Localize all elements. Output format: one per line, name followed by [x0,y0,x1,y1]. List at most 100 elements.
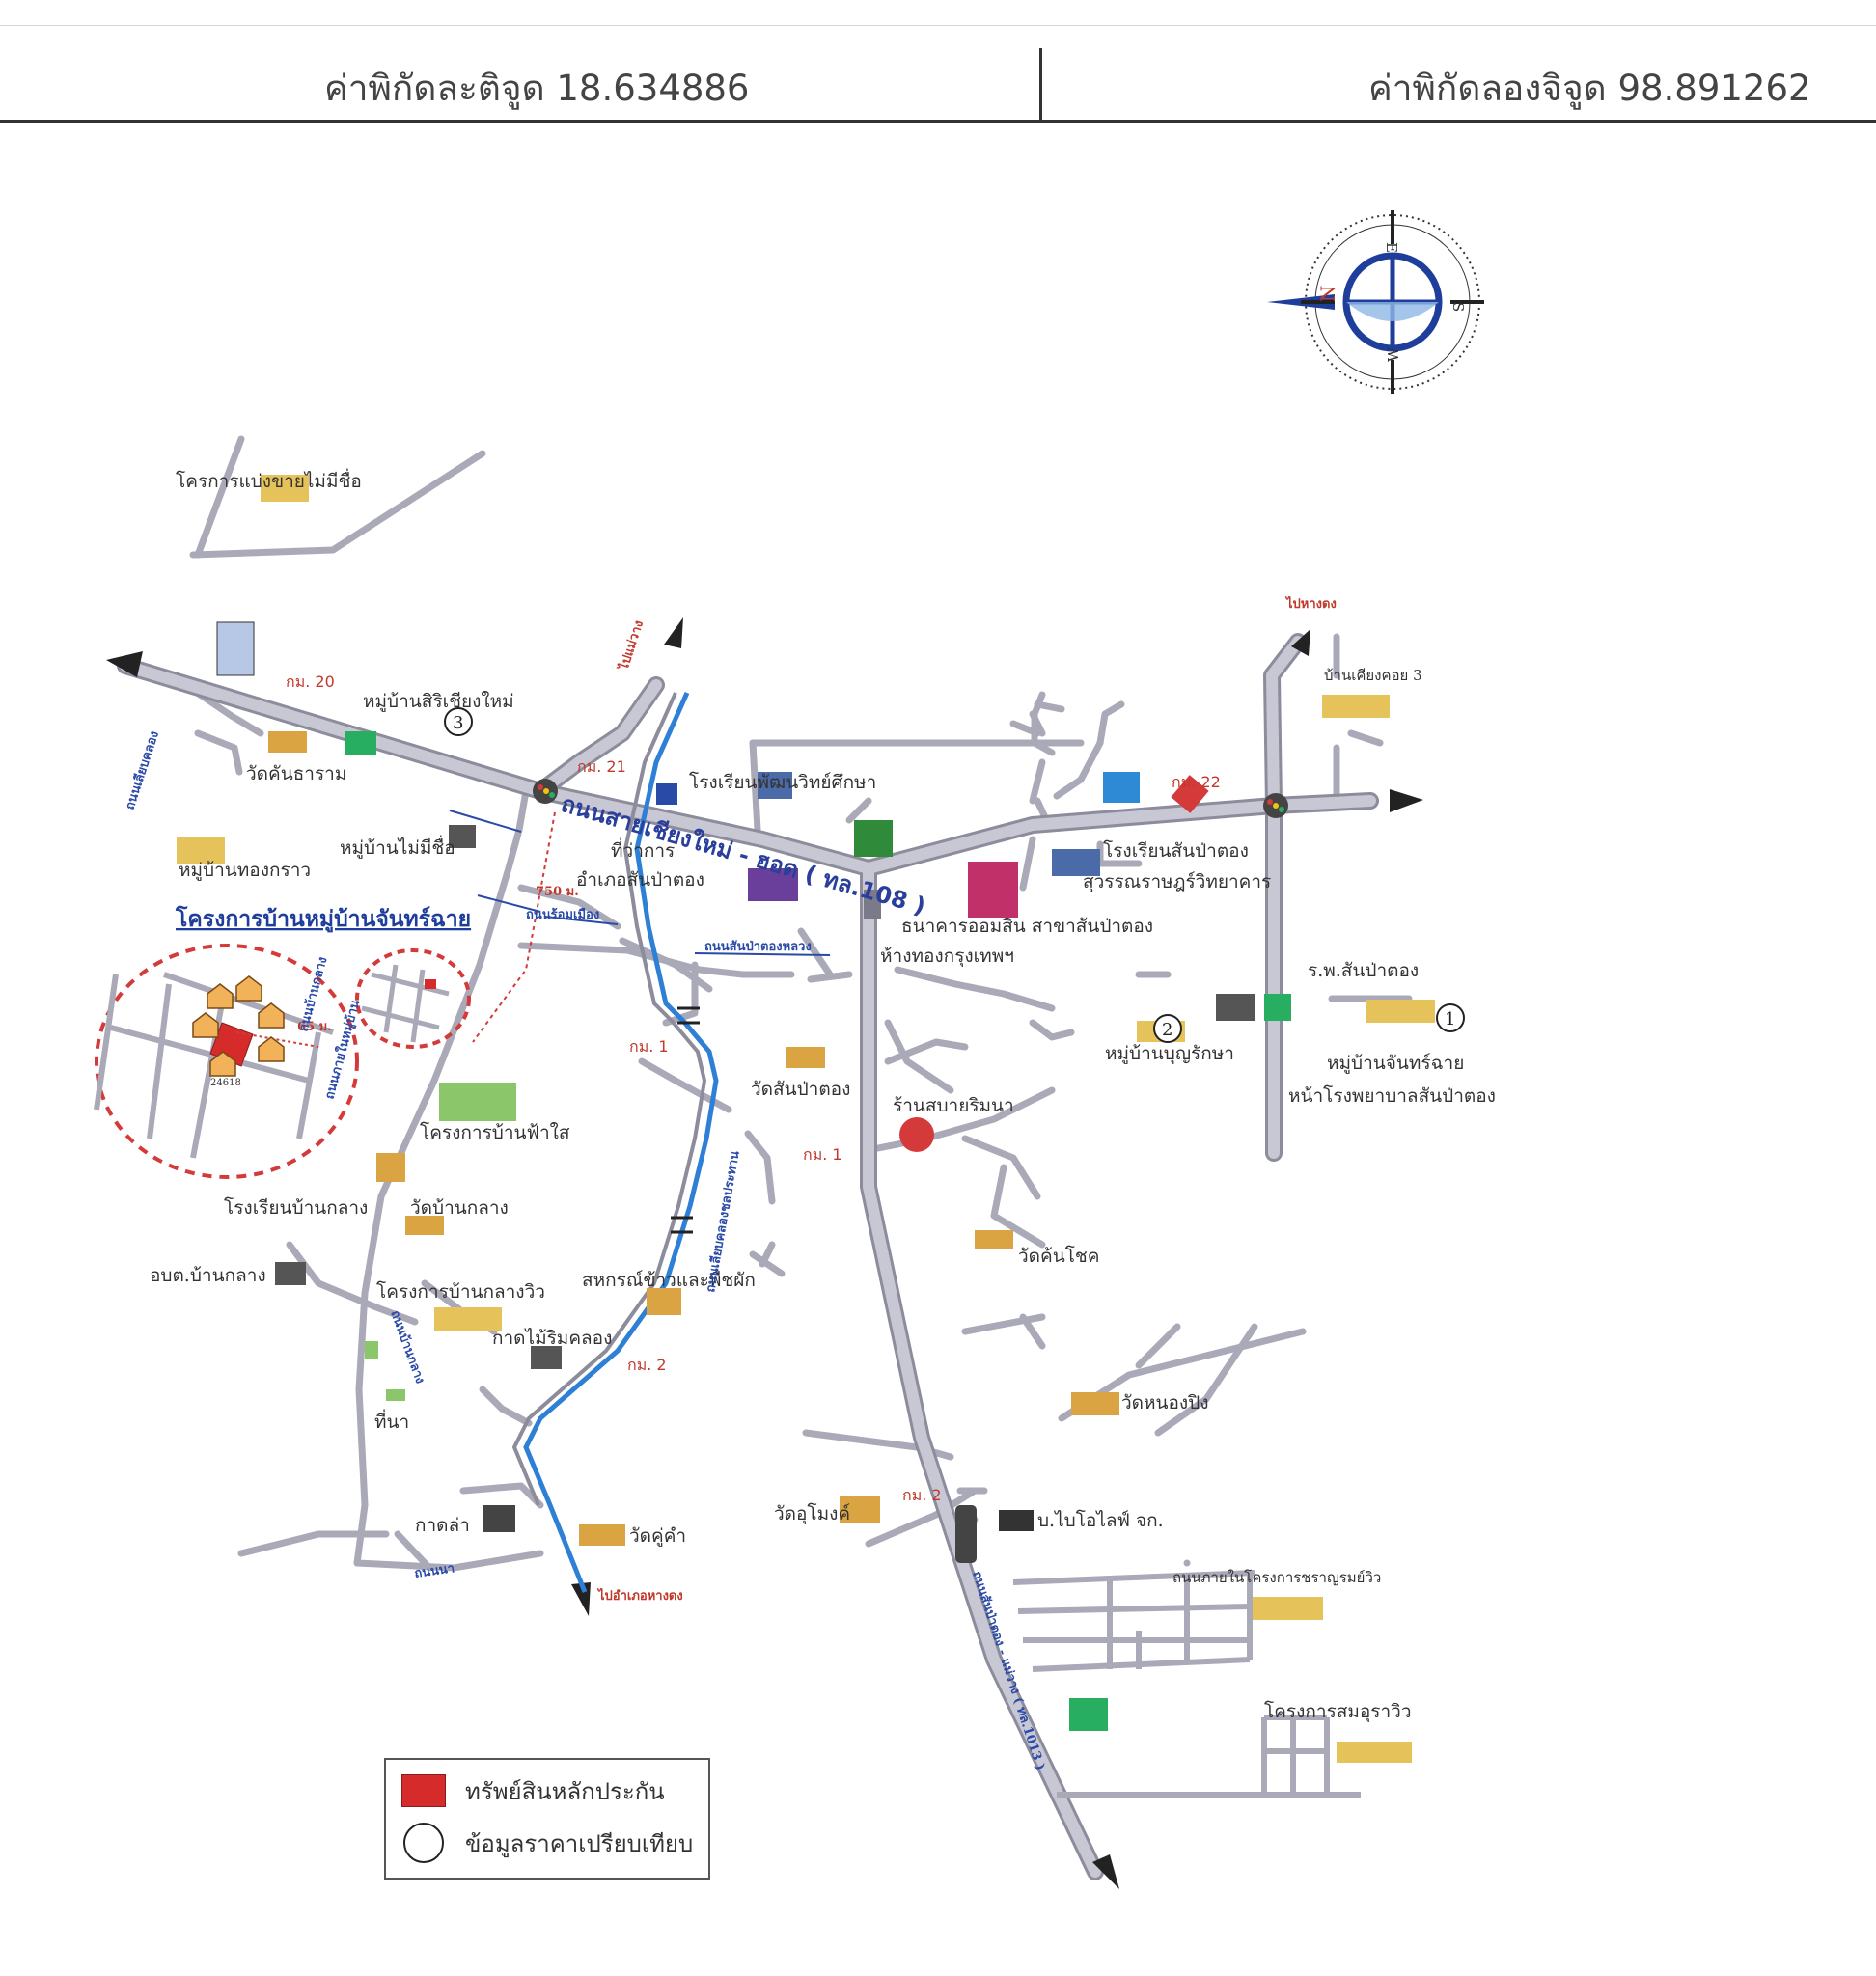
gsb-logo-icon [968,862,1018,918]
arrow-east [1390,789,1423,812]
bank-logo-icon [854,820,893,857]
gas-station-icon [216,621,255,676]
purple-logo-icon [748,868,798,901]
label-to-hangdong: ไปหางดง [1284,595,1337,612]
km-22: กม. 22 [1172,773,1221,791]
label-plot-id: 24618 [210,1078,241,1088]
legend-row-collateral: ทรัพย์สินหลักประกัน [401,1771,665,1810]
school-logo-icon [656,783,677,805]
km-2-canal: กม. 2 [627,1356,667,1374]
label-front-hospital: หน้าโรงพยาบาลสันป่าตอง [1288,1084,1496,1107]
temple-icon [786,1047,825,1068]
temple-icon [840,1496,880,1523]
main-roads [117,633,1379,1880]
label-kad-la: กาดล่า [415,1515,470,1536]
compass-n: N [1316,286,1339,303]
label-hospital: ร.พ.สันป่าตอง [1308,960,1419,981]
arrow-south [1092,1854,1119,1889]
village-logo-icon [177,837,225,864]
label-wat-khantharam: วัดคันธาราม [246,763,346,784]
longitude-label: ค่าพิกัดลองจิจูด 98.891262 [1368,68,1811,109]
school-building-icon [758,772,792,799]
irrigation-canal [523,691,719,1593]
field-icon [386,1389,405,1401]
compass-s: S [1449,302,1467,312]
label-ban-mai-mi-chue: หมู่บ้านไม่มีชื่อ [340,835,455,859]
label-rim-canal-west: ถนนเลียบคลอง [123,729,162,812]
market-icon [483,1505,515,1532]
village-logo-icon [1366,1000,1435,1023]
label-school-sanpatong: โรงเรียนสันป่าตอง [1103,839,1249,862]
label-school-pattana: โรงเรียนพัฒนวิทย์ศึกษา [689,771,876,793]
label-ban-chan-chai: หมู่บ้านจันทร์ฉาย [1327,1053,1464,1074]
compass-e: E [1383,242,1400,253]
label-obt-ban-klang: อบต.บ้านกลาง [150,1265,266,1286]
label-wat-khu-kham: วัดคู่คำ [629,1525,686,1547]
coordinate-header: ค่าพิกัดละติจูด 18.634886 ค่าพิกัดลองจิจ… [0,0,1876,124]
comparison-markers: 1 2 3 [444,707,1465,1043]
label-wat-umueng: วัดอุโมงค์ [774,1502,850,1525]
label-wat-khan-chok: วัดค้นโชค [1018,1245,1100,1267]
label-school-suwan: สุวรรณราษฎร์วิทยาคาร [1083,871,1271,893]
temple-icon [1071,1392,1119,1415]
small-plot-circle [355,948,471,1049]
project-title: โครงการบ้านหมู่บ้านจันทร์ฉาย [175,905,471,933]
km-2-road: กม. 2 [902,1486,942,1504]
village-logo-icon [434,1307,502,1331]
label-road-tina: ถนนนา [413,1561,455,1581]
temple-icon [405,1216,444,1235]
label-road-around-city: ถนนร้อมเมือง [526,907,599,922]
school-building-icon [1052,849,1100,876]
restaurant-icon [899,1117,934,1152]
arrow-north-maewang [664,618,683,648]
access-route [449,810,831,1043]
collateral-swatch [401,1774,446,1807]
house-icon [449,825,476,848]
bridges [671,1006,700,1234]
map-legend: ทรัพย์สินหลักประกัน ข้อมูลราคาเปรียบเทีย… [384,1758,710,1880]
header-bottom-line [0,120,1876,123]
field-icon [365,1341,378,1358]
label-road-village-inner: ถนนภายในหมู่บ้าน [320,998,363,1101]
school-logo-icon [376,1153,405,1182]
header-divider [1039,48,1042,122]
label-ban-chiang-khoi: บ้านเคียงคอย 3 [1324,667,1422,684]
marker-3: 3 [453,713,463,733]
arrow-north-hangdong [1291,629,1310,656]
header-top-line [0,25,1876,26]
label-wat-sanpatong: วัดสันป่าตอง [751,1079,850,1100]
project-logo-icon [439,1083,516,1121]
latitude-label: ค่าพิกัดละติจูด 18.634886 [324,68,750,109]
label-tina: ที่นา [374,1409,409,1433]
pharmacy-icon [1069,1698,1108,1731]
label-ban-thong-krao: หมู่บ้านทองกราว [179,860,311,881]
label-ban-sirichiangmai: หมู่บ้านสิริเชียงใหม่ [363,691,514,712]
label-inner-road: ถนนภายในโครงการชราญรมย์วิว [1172,1569,1381,1586]
market-icon [531,1346,562,1369]
compass-w: W [1385,346,1402,362]
marker-2: 2 [1162,1020,1172,1040]
village-logo-icon [1322,695,1390,718]
building-icon [864,890,881,919]
marker-1: 1 [1445,1009,1455,1029]
label-nameless-plot: โครการแบ่งขายไม่มีชื่อ [176,468,362,492]
label-ban-klang-view: โครงการบ้านกลางวิว [376,1280,545,1303]
place-labels: โครการแบ่งขายไม่มีชื่อ หมู่บ้านสิริเชียง… [150,468,1496,1723]
collateral-marker-icon [1171,775,1209,813]
office-icon [275,1262,306,1285]
label-ban-bunruksa: หมู่บ้านบุญรักษา [1105,1043,1234,1065]
hospital-bed-icon [1216,994,1255,1021]
compass-rose: N S E W [1267,210,1484,394]
km-21: กม. 21 [577,757,626,776]
village-grid-south [1012,1570,1361,1798]
label-district-office: ที่ว่าการ [611,837,675,862]
label-district-name: อำเภอสันป่าตอง [576,869,704,891]
label-gsb-bank: ธนาคารออมสิน สาขาสันป่าตอง [901,916,1153,937]
km-markers: กม. 20 กม. 21 กม. 22 กม. 1 กม. 1 กม. 2 ก… [286,672,1221,1504]
seven-eleven-icon [1264,994,1291,1021]
legend-comparison-label: ข้อมูลราคาเปรียบเทียบ [465,1829,694,1857]
traffic-light-icon [955,1505,977,1563]
km-1-road: กม. 1 [803,1145,842,1164]
traffic-light-icons [533,779,1288,1563]
